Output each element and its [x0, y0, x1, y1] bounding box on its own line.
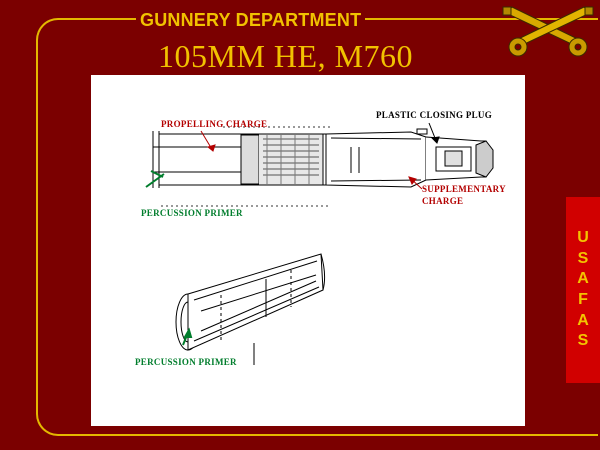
percussion-primer-top-label: PERCUSSION PRIMER [141, 208, 243, 218]
plastic-closing-plug-label: PLASTIC CLOSING PLUG [376, 110, 493, 120]
crossed-cannons-icon [502, 6, 594, 57]
sidebar-letter: A [577, 311, 589, 329]
sidebar-letter: A [577, 270, 589, 288]
sidebar-letter: F [578, 291, 588, 308]
page-title: 105MM HE, M760 [158, 38, 414, 74]
sidebar-letter: S [577, 249, 589, 267]
supplementary-charge-label-line1: SUPPLEMENTARY [422, 184, 506, 194]
m760-cartridge-diagram [145, 122, 494, 365]
propelling-charge-label: PROPELLING CHARGE [161, 119, 268, 129]
usafas-sidebar: U S A F A S [566, 197, 600, 383]
percussion-primer-bottom-label: PERCUSSION PRIMER [135, 357, 237, 367]
diagram-panel: PROPELLING CHARGE PLASTIC CLOSING PLUG S… [91, 75, 525, 426]
sidebar-letter: S [577, 332, 589, 350]
cartridge-case [175, 253, 326, 365]
department-header: GUNNERY DEPARTMENT [136, 10, 366, 31]
sidebar-letter: U [577, 229, 589, 247]
cartridge-section [152, 126, 494, 207]
supplementary-charge-label-line2: CHARGE [422, 196, 464, 206]
